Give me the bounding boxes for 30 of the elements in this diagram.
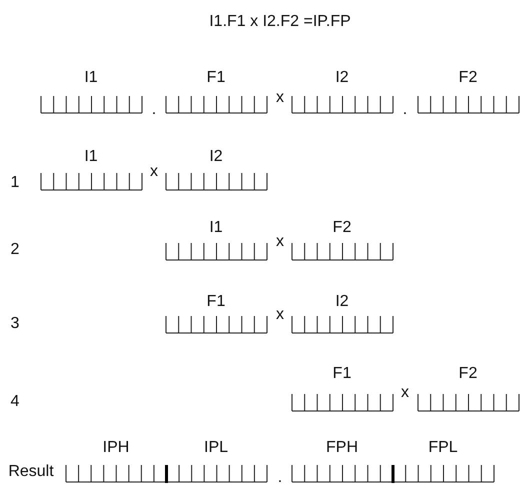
multiply-sign: x <box>276 234 284 250</box>
row-label: Result <box>8 464 54 480</box>
row-number: 3 <box>10 316 20 332</box>
decimal-point: . <box>402 102 408 118</box>
field-label: IPL <box>204 440 228 456</box>
field-label: F2 <box>458 70 478 86</box>
field-label: I1 <box>84 149 98 165</box>
multiply-sign: x <box>276 90 284 106</box>
row-number: 2 <box>10 242 20 258</box>
multiply-sign: x <box>150 164 158 180</box>
multiply-sign: x <box>401 385 409 401</box>
field-label: F2 <box>332 220 352 236</box>
field-label: I1 <box>209 220 223 236</box>
field-label: F1 <box>332 366 352 382</box>
field-label: F1 <box>206 294 226 310</box>
row-number: 4 <box>10 394 20 410</box>
field-label: FPL <box>428 440 458 456</box>
field-label: F1 <box>206 70 226 86</box>
field-label: I1 <box>84 70 98 86</box>
field-label: I2 <box>209 149 223 165</box>
decimal-point: . <box>278 470 282 486</box>
field-label: F2 <box>458 366 478 382</box>
decimal-point: . <box>152 102 156 118</box>
field-label: I2 <box>335 294 349 310</box>
field-label: I2 <box>335 70 349 86</box>
multiply-sign: x <box>276 307 284 323</box>
field-label: FPH <box>326 440 358 456</box>
formula-title: I1.F1 x I2.F2 =IP.FP <box>209 14 351 30</box>
field-label: IPH <box>102 440 130 456</box>
row-number: 1 <box>10 175 20 191</box>
